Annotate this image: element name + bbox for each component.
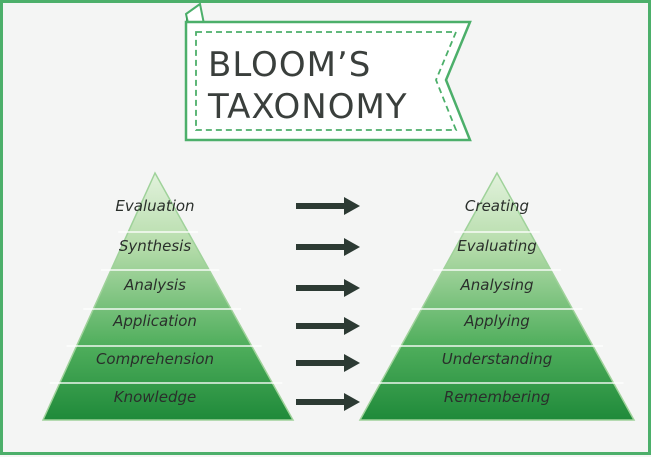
right-pyramid-dividers <box>370 231 624 384</box>
left-level-label: Knowledge <box>114 388 196 406</box>
right-arrow-icon <box>296 317 360 335</box>
title-line-1: BLOOM’S <box>208 45 371 85</box>
right-level-label: Evaluating <box>457 237 537 255</box>
left-pyramid-dividers <box>49 231 283 384</box>
frame-top-border <box>0 0 651 3</box>
left-level-label: Analysis <box>123 276 186 294</box>
right-arrow-icon <box>296 354 360 372</box>
right-pyramid: CreatingEvaluatingAnalysingApplyingUnder… <box>358 171 636 421</box>
right-level-label: Applying <box>463 312 530 330</box>
right-level-label: Understanding <box>442 350 553 368</box>
left-level-label: Evaluation <box>115 197 194 215</box>
right-arrow-icon <box>296 279 360 297</box>
left-level-label: Comprehension <box>96 350 214 368</box>
banner-stitch <box>195 31 458 131</box>
mapping-arrows <box>296 197 360 411</box>
left-pyramid-labels: EvaluationSynthesisAnalysisApplicationCo… <box>96 197 214 406</box>
left-pyramid: EvaluationSynthesisAnalysisApplicationCo… <box>41 171 295 421</box>
right-level-label: Analysing <box>459 276 533 294</box>
right-pyramid-labels: CreatingEvaluatingAnalysingApplyingUnder… <box>442 197 553 406</box>
right-arrow-icon <box>296 197 360 215</box>
left-level-label: Synthesis <box>119 237 192 255</box>
right-level-label: Creating <box>465 197 529 215</box>
title-banner: BLOOM’S TAXONOMY <box>184 2 472 142</box>
frame-bottom-border <box>0 452 651 455</box>
right-arrow-icon <box>296 393 360 411</box>
right-arrow-icon <box>296 238 360 256</box>
right-pyramid-shape <box>358 171 636 421</box>
banner-body <box>184 20 472 142</box>
left-level-label: Application <box>112 312 197 330</box>
left-pyramid-shape <box>41 171 295 421</box>
frame-left-border <box>0 0 3 455</box>
frame-right-border <box>648 0 651 455</box>
right-level-label: Remembering <box>444 388 550 406</box>
title-line-2: TAXONOMY <box>207 87 408 127</box>
